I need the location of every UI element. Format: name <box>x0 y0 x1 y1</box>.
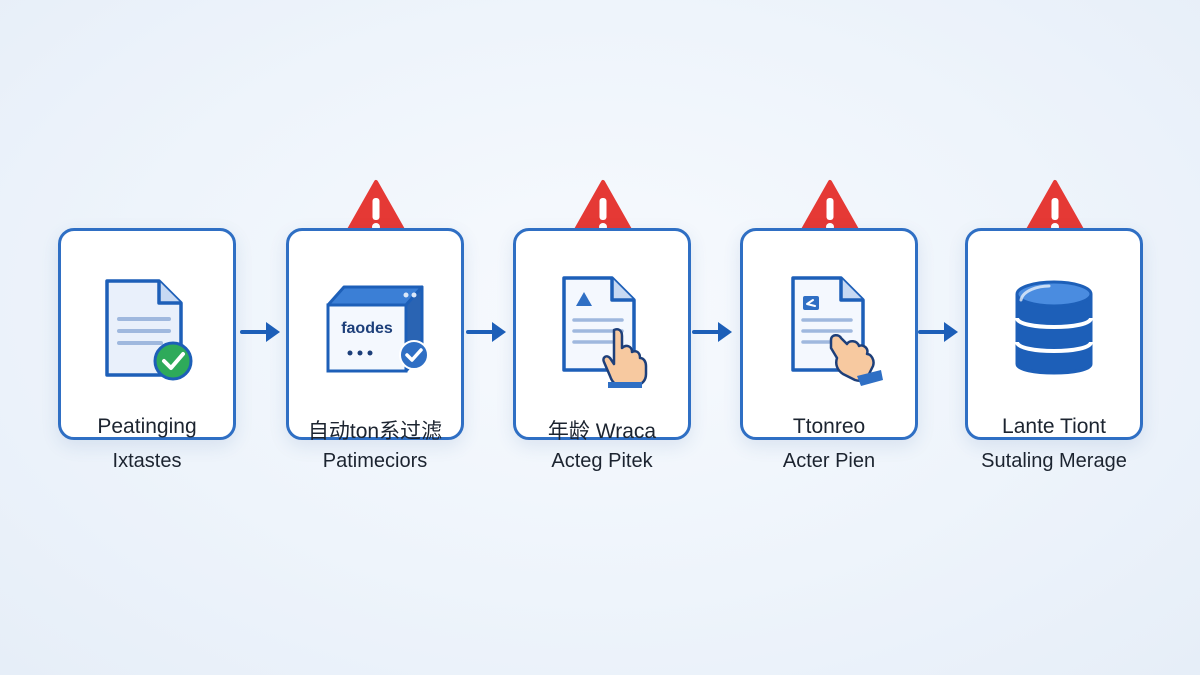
document-hand-icon <box>743 265 915 395</box>
step-2-title: 自动ton系过滤 <box>307 420 443 443</box>
step-4-subtitle: Acter Pien <box>782 450 876 472</box>
document-check-icon <box>61 265 233 395</box>
step-4-title: Ttonreo <box>792 415 866 438</box>
step-4-card: Ttonreo <box>740 228 918 440</box>
step-5-title: Lante Tiont <box>1002 415 1106 438</box>
document-hand-icon <box>516 265 688 395</box>
step-2-subtitle: Patimeciors <box>322 450 428 472</box>
database-icon <box>968 265 1140 395</box>
step-5-card: Lante Tiont <box>965 228 1143 440</box>
server-box-text: faodes <box>341 320 393 337</box>
arrow-right-icon <box>692 322 732 342</box>
step-3-card: 年龄 Wraca <box>513 228 691 443</box>
server-box-icon: faodes <box>289 265 461 395</box>
arrow-right-icon <box>918 322 958 342</box>
step-1-title: Peatinging <box>97 415 197 438</box>
arrow-right-icon <box>466 322 506 342</box>
step-3-title: 年龄 Wraca <box>547 420 657 443</box>
step-5-subtitle: Sutaling Merage <box>981 450 1127 472</box>
step-3-subtitle: Acteg Pitek <box>551 450 653 472</box>
step-1-card: Peatinging <box>58 228 236 440</box>
step-2-card: faodes 自动ton系过滤 <box>286 228 464 443</box>
arrow-right-icon <box>240 322 280 342</box>
step-1-subtitle: Ixtastes <box>112 450 182 472</box>
